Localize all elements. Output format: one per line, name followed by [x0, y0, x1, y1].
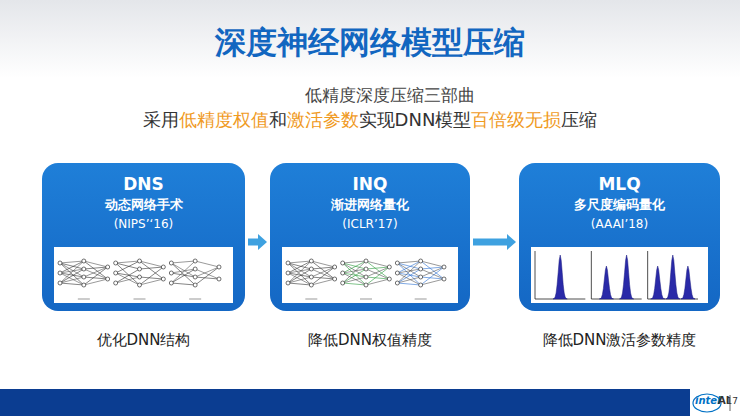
subtitle-text: 采用: [143, 109, 179, 130]
method-box: INQ渐进网络量化(ICLR’17): [270, 163, 470, 311]
method-box: MLQ多尺度编码量化(AAAI’18): [519, 163, 720, 311]
subtitle: 低精度深度压缩三部曲: [0, 84, 740, 107]
method-title: 渐进网络量化: [270, 195, 470, 215]
venue-label: (AAAI’18): [519, 215, 720, 233]
venue-label: (ICLR’17): [270, 215, 470, 233]
highlight-text: 百倍级无损: [471, 109, 561, 130]
method-title: 多尺度编码量化: [519, 195, 720, 215]
quantization-network-figure: [282, 247, 458, 303]
flow-arrow: [473, 234, 516, 250]
footer-bar: [0, 389, 690, 416]
method-name: INQ: [270, 163, 470, 195]
method-name: DNS: [42, 163, 245, 195]
slide-title: 深度神经网络模型压缩: [0, 22, 740, 64]
page-number: 17: [727, 396, 738, 406]
box-caption: 降低DNN权值精度: [250, 331, 490, 350]
subtitle-text: 和: [269, 109, 287, 130]
method-name: MLQ: [519, 163, 720, 195]
venue-label: (NIPS’‘16): [42, 215, 245, 233]
flow-arrow: [248, 234, 267, 250]
box-caption: 优化DNN结构: [22, 331, 265, 350]
method-box: DNS动态网络手术(NIPS’‘16): [42, 163, 245, 311]
subtitle-text: 实现DNN模型: [359, 109, 472, 130]
subtitle-line: 采用低精度权值和激活参数实现DNN模型百倍级无损压缩: [0, 108, 740, 132]
logo-text: intel: [695, 395, 721, 406]
highlight-text: 低精度权值: [179, 109, 269, 130]
distribution-plot-figure: [531, 247, 708, 303]
subtitle-text: 压缩: [561, 109, 597, 130]
network-pruning-figure: [54, 247, 233, 303]
method-title: 动态网络手术: [42, 195, 245, 215]
highlight-text: 激活参数: [287, 109, 359, 130]
box-caption: 降低DNN激活参数精度: [499, 331, 740, 350]
